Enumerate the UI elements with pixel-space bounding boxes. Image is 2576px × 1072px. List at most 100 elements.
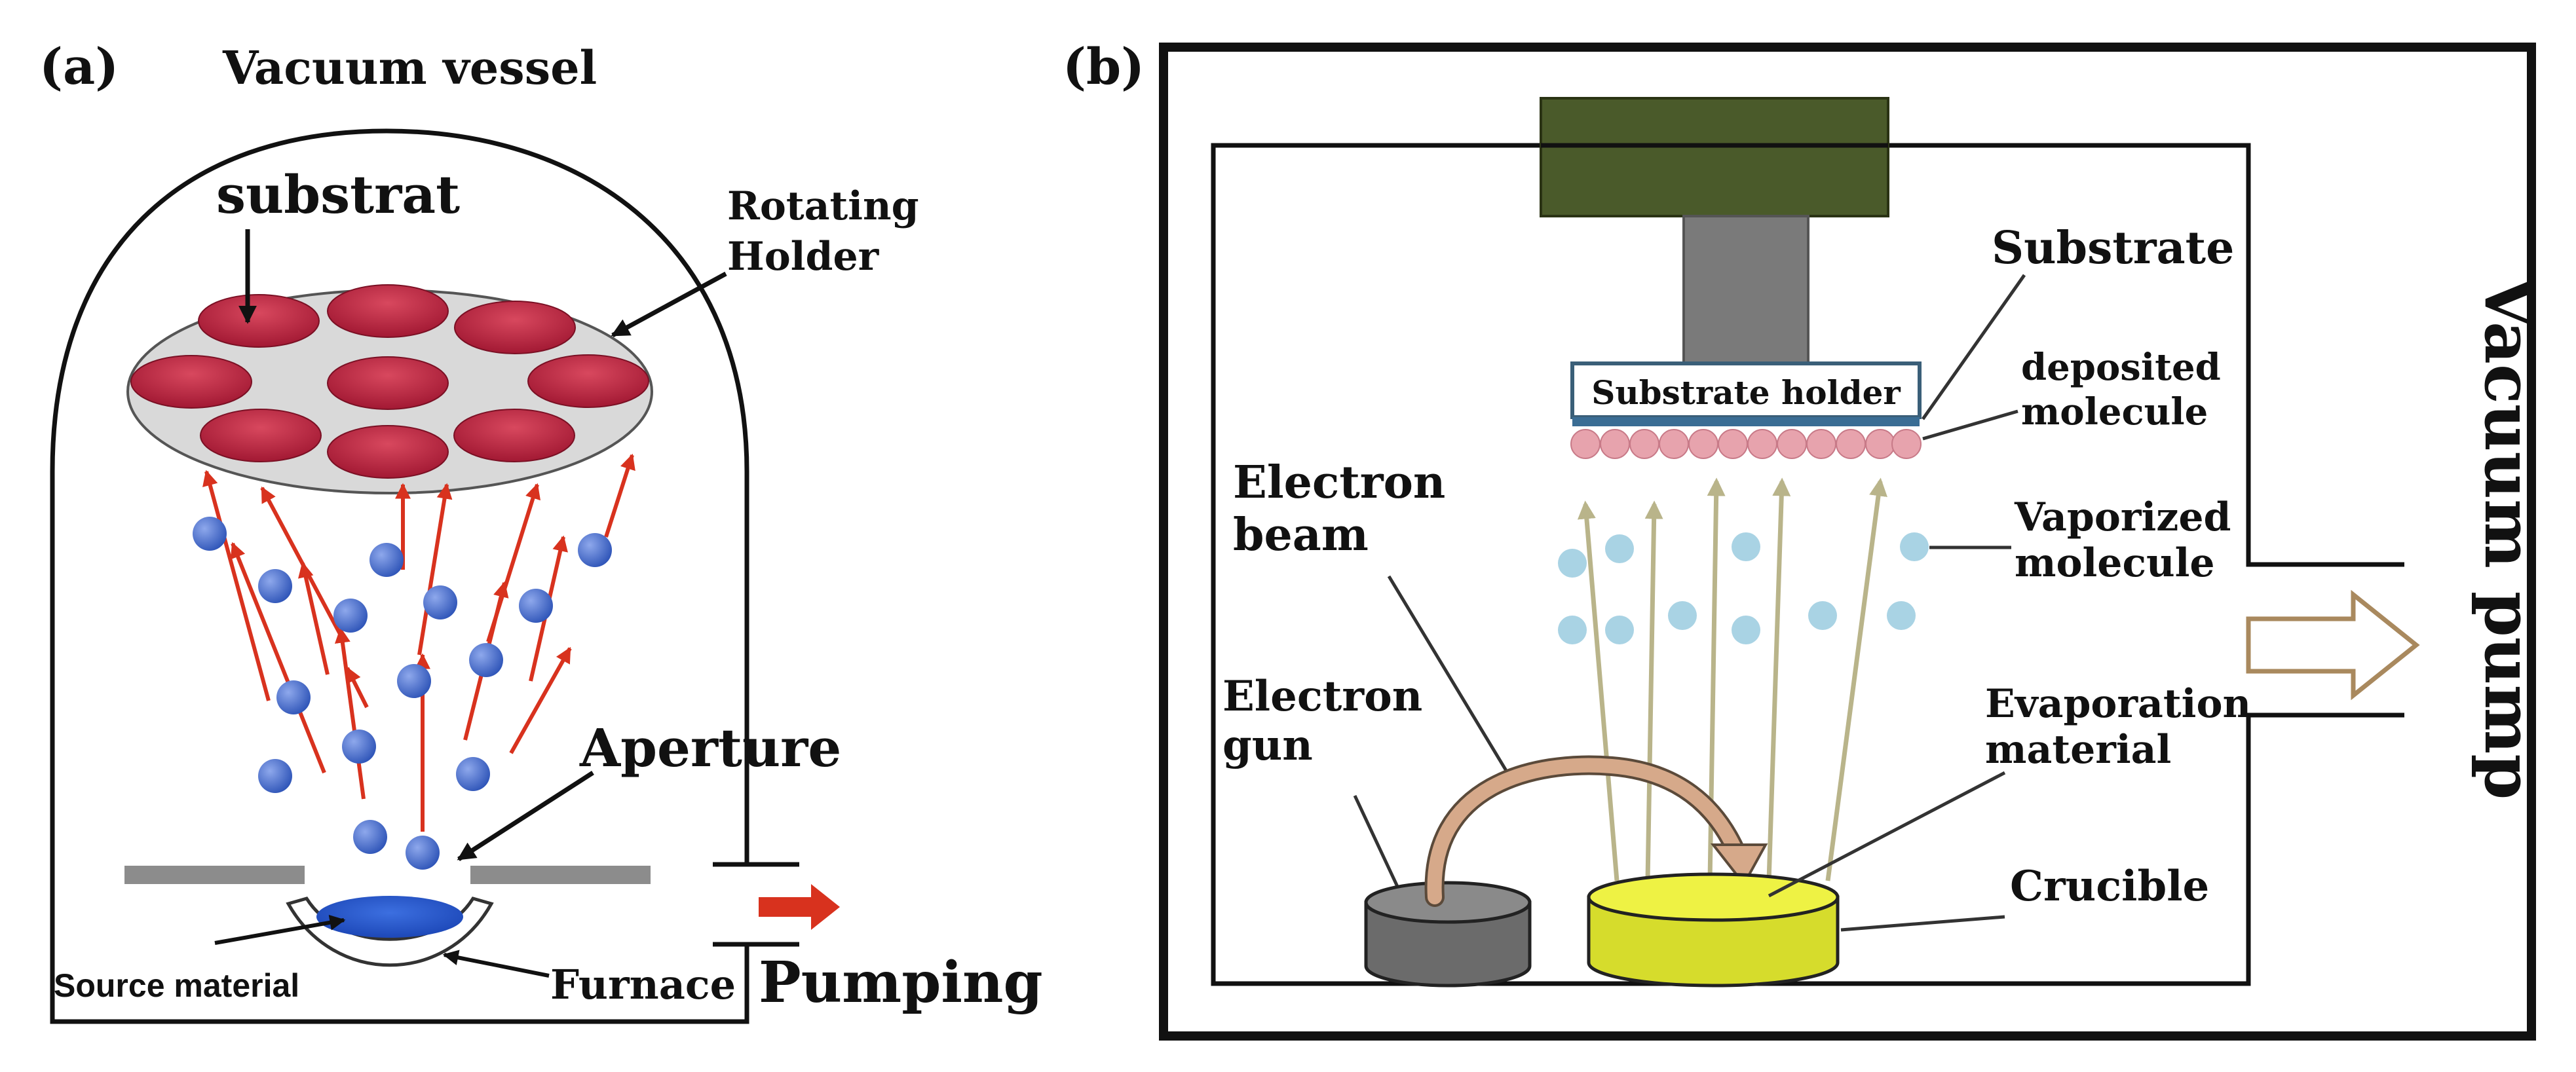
deposited-molecule xyxy=(1688,429,1718,459)
vacuum-pump-label: Vacuum pump xyxy=(2470,276,2547,800)
flux-arrow xyxy=(345,666,369,709)
wafer xyxy=(453,409,575,462)
substrate-label-b: Substrate xyxy=(1992,222,2234,274)
atom xyxy=(397,664,431,698)
pumping-arrow-icon xyxy=(759,884,840,930)
vacuum-vessel-outline xyxy=(50,128,749,1024)
panel-a-label: (a) xyxy=(39,37,119,96)
atom xyxy=(369,543,404,577)
vaporized-label-line2: molecule xyxy=(2015,540,2215,586)
vaporized-molecule xyxy=(1732,532,1760,561)
furnace-pointer xyxy=(442,950,550,978)
flux-arrow xyxy=(230,542,326,774)
electron-beam-label-line1: Electron xyxy=(1233,456,1445,509)
deposited-molecule xyxy=(1806,429,1836,459)
wafer xyxy=(200,409,322,462)
outer-frame xyxy=(1159,43,2536,1041)
atom xyxy=(333,599,368,633)
atom xyxy=(258,759,292,793)
vaporized-molecule xyxy=(1887,601,1916,630)
vaporized-label-line1: Vaporized xyxy=(2014,494,2231,540)
vacuum-vessel-label: Vacuum vessel xyxy=(222,41,597,95)
vapor-arrow xyxy=(1577,500,1619,881)
source-atoms xyxy=(193,517,612,870)
holder-stem xyxy=(1682,215,1809,365)
flux-arrow xyxy=(260,486,343,637)
pumping-label: Pumping xyxy=(759,950,1043,1016)
vaporized-molecule xyxy=(1668,601,1697,630)
flux-arrow xyxy=(417,483,453,656)
atom xyxy=(276,680,311,714)
wafer xyxy=(327,425,449,479)
electron-gun-label-line2: gun xyxy=(1222,721,1313,770)
flux-arrow xyxy=(486,483,541,642)
crucible-body xyxy=(1587,895,1840,988)
crucible xyxy=(1587,872,1840,988)
deposited-molecule xyxy=(1836,429,1866,459)
aperture-label: Aperture xyxy=(579,717,841,779)
flux-arrow xyxy=(334,627,366,800)
vaporized-molecule xyxy=(1558,616,1587,644)
aperture-plate-right xyxy=(470,866,651,884)
crucible-pointer xyxy=(1840,915,2005,932)
flux-arrow xyxy=(298,561,330,675)
atom xyxy=(578,533,612,567)
evaporation-label-line1: Evaporation xyxy=(1985,681,2251,727)
atom xyxy=(353,820,387,854)
deposited-molecule xyxy=(1891,429,1922,459)
substrate-wafers xyxy=(130,284,649,479)
vaporized-molecule xyxy=(1808,601,1837,630)
deposited-molecule xyxy=(1865,429,1895,459)
electron-gun-label-line1: Electron xyxy=(1222,672,1422,721)
deposited-molecule xyxy=(1747,429,1777,459)
flux-arrow xyxy=(202,470,271,701)
deposited-molecule xyxy=(1570,429,1601,459)
vaporized-molecule xyxy=(1732,616,1760,644)
source-material xyxy=(316,896,463,938)
deposited-label-line2: molecule xyxy=(2021,390,2208,434)
electron-beam-label-line2: beam xyxy=(1233,509,1369,561)
atom xyxy=(342,730,376,764)
electron-gun-pointer xyxy=(1353,794,1401,891)
vapor-arrow xyxy=(1825,477,1887,881)
wafer xyxy=(454,301,576,354)
wafer xyxy=(198,294,320,348)
flux-arrow xyxy=(509,646,572,754)
deposited-label-line1: deposited xyxy=(2021,346,2221,389)
vapor-arrow xyxy=(1766,477,1791,881)
deposited-molecule xyxy=(1600,429,1630,459)
atom xyxy=(258,569,292,603)
panel-a: (a) Vacuum vessel substrat Rotating Hold… xyxy=(39,37,1043,1024)
electron-gun-body xyxy=(1364,900,1532,988)
vacuum-pump-arrow-icon xyxy=(2246,589,2420,701)
deposited-molecule xyxy=(1777,429,1807,459)
electron-beam-arc-fill xyxy=(1427,758,1745,904)
panel-b-label: (b) xyxy=(1063,37,1145,96)
furnace-label: Furnace xyxy=(550,961,736,1008)
electron-beam-pointer xyxy=(1387,575,1515,784)
crucible-label: Crucible xyxy=(2010,862,2209,911)
atom xyxy=(456,757,490,791)
deposited-molecule xyxy=(1629,429,1659,459)
atom xyxy=(193,517,227,551)
electron-gun-top xyxy=(1364,881,1532,924)
source-material-label: Source material xyxy=(54,967,299,1004)
substrate-label: substrat xyxy=(216,164,460,225)
vapor-arrow xyxy=(1644,500,1663,881)
vaporized-molecule xyxy=(1558,549,1587,578)
aperture-plate-left xyxy=(124,866,305,884)
atom xyxy=(519,589,553,623)
panel-b: (b) Substrate holder Substrate deposited xyxy=(1063,37,2547,1041)
electron-gun xyxy=(1364,881,1532,988)
evaporation-pointer xyxy=(1768,771,2006,898)
inner-chamber xyxy=(1211,143,2404,986)
atom xyxy=(469,643,503,677)
aperture-pointer xyxy=(457,771,594,861)
wafer xyxy=(327,284,449,338)
electron-beam-arrowhead xyxy=(1710,843,1768,887)
vaporized-molecule xyxy=(1900,532,1929,561)
deposited-molecule xyxy=(1718,429,1748,459)
vaporized-molecule xyxy=(1605,616,1634,644)
